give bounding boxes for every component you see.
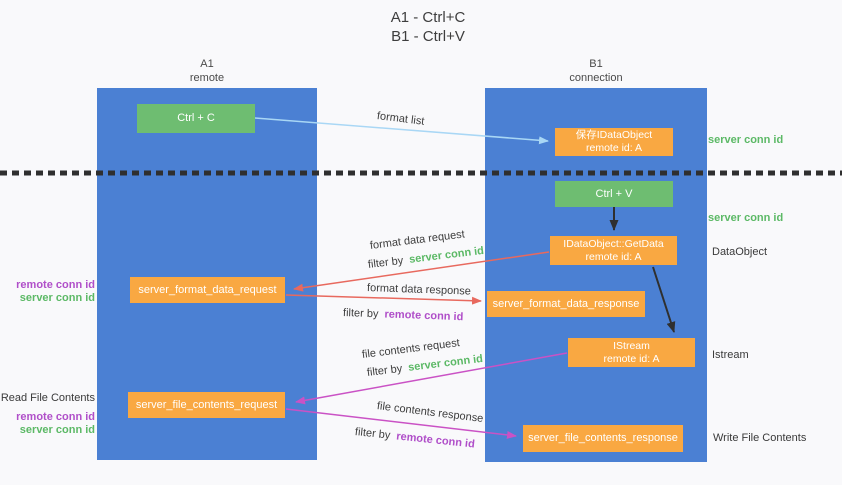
filter-by-text: filter by — [342, 307, 379, 321]
right-server-conn-id-2: server conn id — [708, 212, 784, 224]
node-format-response-label: server_format_data_response — [492, 297, 640, 310]
title-line-2: B1 - Ctrl+V — [391, 28, 465, 45]
node-ctrl-c: Ctrl + C — [137, 104, 255, 133]
left-read-file-contents-label: Read File Contents — [0, 392, 95, 404]
node-getdata-line2: remote id: A — [585, 250, 642, 263]
filter-by-text: filter by — [366, 362, 403, 379]
title-line-1: A1 - Ctrl+C — [390, 9, 466, 26]
left-server-conn-id-2: server conn id — [19, 424, 95, 436]
remote-conn-id-text: remote conn id — [384, 308, 464, 324]
node-file-request-label: server_file_contents_request — [135, 398, 278, 411]
left-remote-conn-id-2: remote conn id — [16, 411, 95, 423]
node-ctrl-v-label: Ctrl + V — [595, 187, 633, 200]
label-format-data-response: format data response — [366, 282, 472, 298]
right-dataobject-label: DataObject — [712, 246, 768, 258]
server-conn-id-text: server conn id — [408, 244, 485, 266]
node-idataobject-getdata: IDataObject::GetData remote id: A — [550, 236, 677, 265]
diagram-title: A1 - Ctrl+C B1 - Ctrl+V — [391, 8, 466, 46]
node-istream-line1: IStream — [613, 339, 650, 352]
node-save-idataobject-line2: remote id: A — [585, 142, 643, 154]
node-ctrl-c-label: Ctrl + C — [177, 112, 215, 124]
node-istream-line2: remote id: A — [603, 352, 660, 365]
node-ctrl-v: Ctrl + V — [555, 181, 673, 207]
left-conn-id-group-2: remote conn id server conn id — [0, 411, 95, 437]
server-conn-id-text: server conn id — [407, 352, 484, 374]
label-format-list: format list — [376, 110, 426, 128]
label-filter-by-remote-conn-2: filter by remote conn id — [354, 426, 475, 451]
label-filter-by-remote-conn-1: filter by remote conn id — [343, 307, 464, 323]
node-save-idataobject: 保存IDataObject remote id: A — [555, 128, 673, 156]
right-istream-label: Istream — [712, 349, 749, 361]
right-server-conn-id-1: server conn id — [708, 134, 784, 146]
label-file-contents-response: file contents response — [376, 400, 484, 425]
lane-a-role: remote — [189, 72, 225, 84]
node-file-response-label: server_file_contents_response — [528, 432, 678, 444]
lane-b-role: connection — [569, 72, 623, 84]
node-save-idataobject-line1: 保存IDataObject — [575, 129, 653, 141]
left-remote-conn-id-1: remote conn id — [16, 279, 95, 291]
lane-b-header: B1 connection — [536, 57, 656, 85]
filter-by-text: filter by — [354, 426, 391, 442]
node-getdata-line1: IDataObject::GetData — [563, 237, 664, 250]
filter-by-text: filter by — [367, 254, 404, 271]
node-server-format-data-request: server_format_data_request — [130, 277, 285, 303]
node-istream: IStream remote id: A — [568, 338, 695, 367]
left-server-conn-id-1: server conn id — [19, 292, 95, 304]
node-server-file-contents-request: server_file_contents_request — [128, 392, 285, 418]
left-conn-id-group-1: remote conn id server conn id — [0, 279, 95, 305]
lane-a-header: A1 remote — [147, 57, 267, 85]
lane-a-name: A1 — [200, 58, 214, 70]
lane-b-name: B1 — [589, 58, 603, 70]
remote-conn-id-text: remote conn id — [395, 430, 476, 451]
node-server-file-contents-response: server_file_contents_response — [523, 425, 683, 452]
node-server-format-data-response: server_format_data_response — [487, 291, 645, 317]
right-write-file-contents-label: Write File Contents — [713, 432, 807, 444]
node-format-request-label: server_format_data_request — [138, 283, 277, 296]
